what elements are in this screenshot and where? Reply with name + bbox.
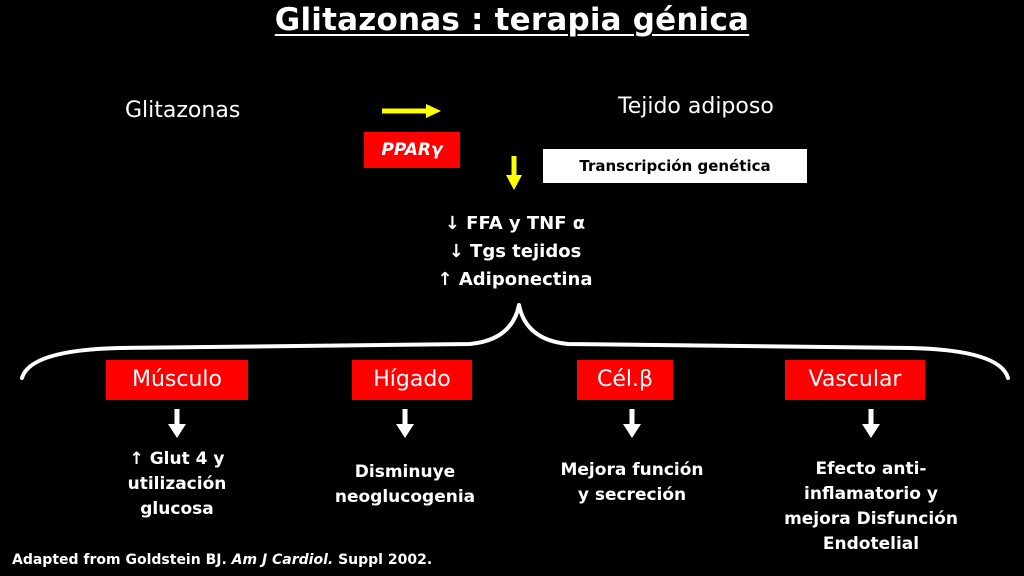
outcome-musculo: ↑ Glut 4 y utilización glucosa: [92, 447, 262, 522]
down-arrow-icon: [862, 409, 880, 438]
target-box-musculo: Músculo: [106, 360, 248, 400]
receptor-box: PPARγ: [364, 132, 460, 168]
citation-suffix: Suppl 2002.: [333, 552, 433, 568]
tissue-label: Tejido adiposo: [618, 94, 774, 119]
outcome-line: inflamatorio y: [804, 484, 938, 504]
outcome-line: Endotelial: [822, 534, 920, 554]
outcome-vascular: Efecto anti- inflamatorio y mejora Disfu…: [760, 457, 982, 557]
outcome-higado: Disminuye neoglucogenia: [310, 460, 500, 510]
yellow-down-arrow-icon: [506, 156, 522, 190]
effect-adiponectin: ↑ Adiponectina: [437, 269, 593, 290]
outcome-line: utilización: [127, 474, 227, 494]
effect-tgs: ↓ Tgs tejidos: [448, 241, 582, 262]
outcome-line: Disminuye: [354, 462, 456, 482]
drug-label: Glitazonas: [125, 98, 241, 123]
target-box-cel-beta: Cél.β: [577, 360, 673, 400]
outcome-line: glucosa: [140, 499, 214, 519]
brace-icon: [20, 303, 1010, 380]
yellow-right-arrow-icon: [382, 104, 441, 118]
target-box-higado: Hígado: [352, 360, 472, 400]
page-title: Glitazonas : terapia génica: [274, 2, 750, 38]
citation-journal: Am J Cardiol.: [231, 552, 334, 568]
down-arrow-icon: [623, 409, 641, 438]
citation-prefix: Adapted from Goldstein BJ.: [12, 552, 232, 568]
transcription-box: Transcripción genética: [543, 149, 807, 183]
outcome-cel-beta: Mejora función y secreción: [532, 458, 732, 508]
down-arrow-icon: [396, 409, 414, 438]
effect-ffa-tnf: ↓ FFA y TNF α: [444, 213, 586, 234]
outcome-line: Efecto anti-: [815, 459, 927, 479]
target-box-vascular: Vascular: [785, 360, 925, 400]
outcome-line: Mejora función: [560, 460, 704, 480]
outcome-line: y secreción: [577, 485, 687, 505]
adipose-effects: ↓ FFA y TNF α ↓ Tgs tejidos ↑ Adiponecti…: [360, 210, 670, 294]
citation: Adapted from Goldstein BJ. Am J Cardiol.…: [12, 552, 432, 568]
outcome-line: neoglucogenia: [334, 487, 476, 507]
down-arrow-icon: [168, 409, 186, 438]
outcome-line: mejora Disfunción: [784, 509, 958, 529]
outcome-line: ↑ Glut 4 y: [129, 449, 225, 469]
